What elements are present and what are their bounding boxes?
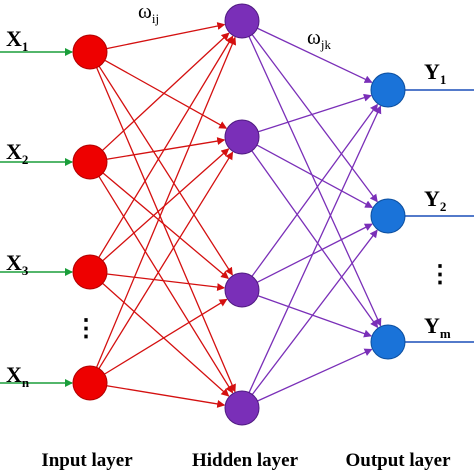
- edge-hidden-4-output-3: [257, 348, 373, 402]
- edge-input-4-hidden-4: [106, 385, 226, 408]
- output-label-m: Ym: [424, 313, 451, 341]
- layer-label-output: Output layer: [345, 450, 451, 471]
- input-node-2: [72, 144, 108, 180]
- nodes-layer: [72, 3, 406, 426]
- edge-input-4-hidden-3: [104, 298, 228, 375]
- edge-hidden-4-output-1: [248, 105, 382, 393]
- edge-input-3-hidden-3: [106, 273, 226, 292]
- input-label-1: X1: [6, 26, 28, 54]
- input-label-3: X3: [6, 250, 29, 278]
- input-ellipsis: ⋮: [74, 316, 98, 342]
- edge-input-2-hidden-4: [98, 176, 234, 394]
- edge-input-1-hidden-3: [98, 65, 233, 276]
- layer-label-hidden: Hidden layer: [192, 450, 299, 471]
- output-ellipsis: ⋮: [428, 262, 452, 288]
- edge-hidden-3-output-3: [257, 295, 372, 338]
- hidden-node-3: [224, 272, 260, 308]
- input-label-n: Xn: [6, 362, 30, 390]
- input-label-2: X2: [6, 139, 28, 167]
- edge-input-1-hidden-2: [104, 59, 228, 129]
- edge-input-3-hidden-4: [102, 282, 230, 397]
- output-label-1: Y1: [424, 59, 446, 87]
- edge-hidden-1-output-2: [251, 34, 378, 203]
- input-node-1: [72, 34, 108, 70]
- edge-hidden-2-output-2: [256, 144, 374, 209]
- edge-input-1-hidden-1: [106, 22, 226, 50]
- weight-label-jk: ωjk: [307, 25, 331, 52]
- edge-input-2-hidden-1: [102, 32, 230, 151]
- edge-hidden-3-output-2: [256, 223, 373, 283]
- edge-hidden-3-output-1: [251, 103, 378, 277]
- output-node-2: [370, 198, 406, 234]
- edge-hidden-1-output-1: [257, 27, 373, 83]
- layer-label-input: Input layer: [41, 450, 133, 471]
- edge-hidden-2-output-1: [257, 93, 372, 133]
- edge-input-1-hidden-4: [96, 67, 236, 393]
- input-node-3: [72, 254, 108, 290]
- weight-label-ij: ωij: [138, 0, 159, 26]
- edge-input-3-hidden-1: [98, 35, 234, 258]
- hidden-node-2: [224, 119, 260, 155]
- edge-hidden-2-output-3: [251, 150, 379, 329]
- input-node-4: [72, 365, 108, 401]
- edge-input-2-hidden-2: [106, 137, 226, 160]
- edge-input-4-hidden-1: [95, 36, 237, 368]
- edge-input-4-hidden-2: [98, 151, 234, 369]
- edge-hidden-4-output-2: [251, 229, 378, 395]
- output-label-2: Y2: [424, 186, 446, 214]
- edge-hidden-1-output-3: [248, 36, 382, 327]
- hidden-node-4: [224, 390, 260, 426]
- hidden-node-1: [224, 3, 260, 39]
- edge-input-2-hidden-3: [102, 172, 229, 280]
- output-node-1: [370, 72, 406, 108]
- edges-layer: [0, 22, 474, 408]
- edge-input-3-hidden-2: [102, 148, 230, 262]
- output-node-3: [370, 324, 406, 360]
